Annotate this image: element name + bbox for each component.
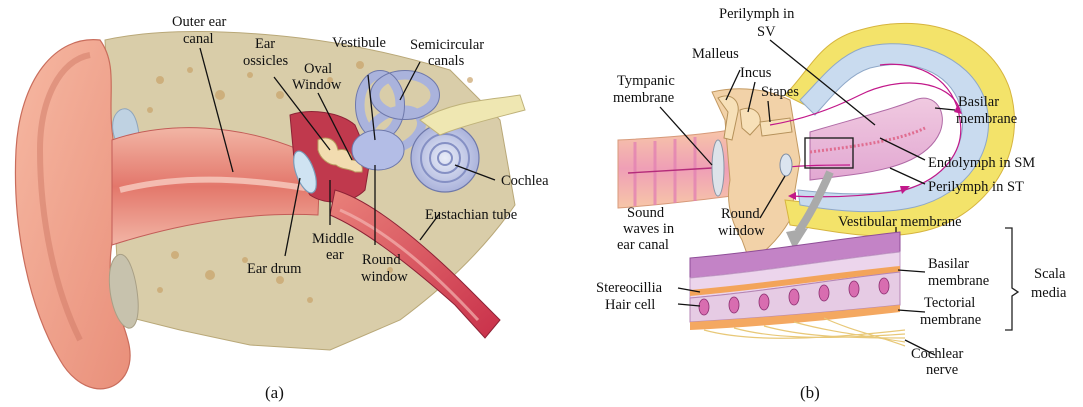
label-oval-window-2: Window [292,77,342,93]
label-oval-window: Oval [304,61,332,77]
label-tympanic-membrane: Tympanic [617,73,675,89]
label-scala-media-2: media [1031,285,1067,301]
label-basilar-membrane-detail: Basilar [928,256,969,272]
label-stereocillia: Stereocillia [596,280,663,296]
label-perilymph-st: Perilymph in ST [928,179,1024,195]
label-eustachian-tube: Eustachian tube [425,207,517,223]
label-outer-ear-canal: Outer ear [172,14,227,30]
label-tectorial-membrane-2: membrane [920,312,981,328]
label-perilymph-sv-2: SV [757,24,776,40]
label-basilar-membrane-2: membrane [956,111,1017,127]
label-vestibular-membrane: Vestibular membrane [838,214,962,230]
label-perilymph-sv: Perilymph in [719,6,795,22]
label-middle-ear-2: ear [326,247,344,263]
label-basilar-membrane-detail-2: membrane [928,273,989,289]
tympanic-membrane [712,140,724,196]
label-round-window-b: Round [721,206,760,222]
label-round-window-a-2: window [361,269,408,285]
label-round-window-a: Round [362,252,401,268]
label-tympanic-membrane-2: membrane [613,90,674,106]
label-cochlea: Cochlea [501,173,549,189]
label-scala-media: Scala [1034,266,1066,282]
label-malleus: Malleus [692,46,739,62]
caption-b: (b) [800,383,820,402]
round-window-b [780,154,792,176]
label-ear-ossicles: Ear [255,36,275,52]
cochlea [411,124,479,192]
label-hair-cell: Hair cell [605,297,655,313]
label-sound-waves-2: waves in [623,221,675,237]
label-outer-ear-canal-2: canal [183,31,214,47]
panel-b-cochlea-schematic: Perilymph in SV Malleus Incus Stapes Tym… [596,6,1067,402]
label-cochlear-nerve-2: nerve [926,362,958,378]
label-vestibule: Vestibule [332,35,386,51]
label-incus: Incus [740,65,772,81]
label-tectorial-membrane: Tectorial [924,295,975,311]
label-round-window-b-2: window [718,223,765,239]
vestibule [352,130,404,170]
organ-of-corti-detail [690,232,905,346]
scala-media-bracket [1005,228,1018,330]
label-semicircular-canals: Semicircular [410,37,484,53]
caption-a: (a) [265,383,284,402]
label-sound-waves-3: ear canal [617,237,669,253]
panel-a-ear-cross-section: Outer ear canal Ear ossicles Oval Window… [15,14,549,402]
label-ear-drum: Ear drum [247,261,302,277]
label-endolymph-sm: Endolymph in SM [928,155,1035,171]
label-cochlear-nerve: Cochlear [911,346,964,362]
label-middle-ear: Middle [312,231,354,247]
label-basilar-membrane: Basilar [958,94,999,110]
label-sound-waves: Sound [627,205,665,221]
label-stapes: Stapes [761,84,799,100]
label-ear-ossicles-2: ossicles [243,53,288,69]
label-semicircular-canals-2: canals [428,53,465,69]
